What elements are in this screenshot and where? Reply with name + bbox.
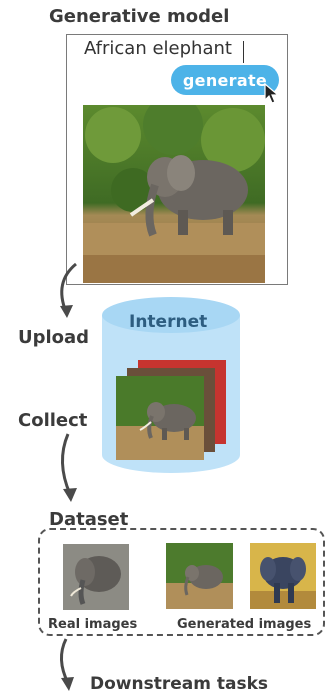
generated-elephant-image (83, 105, 265, 283)
generated-images-label: Generated images (177, 617, 312, 632)
prompt-input[interactable]: African elephant (84, 38, 232, 59)
collect-label: Collect (18, 410, 88, 431)
arrow-downstream (60, 638, 74, 691)
internet-label: Internet (129, 312, 208, 332)
arrow-upload (60, 262, 77, 318)
generate-button[interactable]: generate (171, 65, 279, 95)
generator-panel: African elephant generate (66, 34, 288, 285)
dataset-box (38, 528, 325, 636)
web-image-front (116, 376, 204, 460)
generated-image-2 (250, 543, 316, 609)
text-cursor (243, 41, 244, 63)
mouse-pointer-icon (264, 83, 280, 104)
generative-model-title: Generative model (49, 6, 230, 27)
upload-label: Upload (18, 327, 90, 348)
real-image (63, 544, 129, 610)
arrow-collect (61, 433, 77, 502)
generated-image-1 (166, 543, 233, 609)
downstream-tasks-label: Downstream tasks (90, 674, 269, 694)
dataset-label: Dataset (49, 509, 129, 530)
real-images-label: Real images (48, 617, 138, 632)
